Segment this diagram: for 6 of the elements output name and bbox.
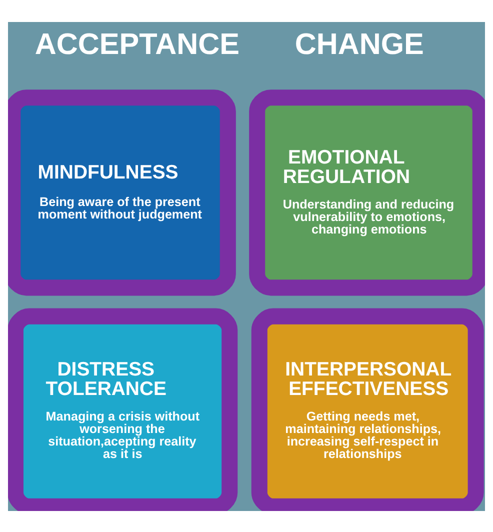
node-box: DISTRESS TOLERANCE Managing a crisis without worsening the situation,acepting reality as it is: [8, 308, 238, 510]
node-box: INTERPERSONAL EFFECTIVENESS Getting needs met, maintaining relationships, increasing self-respect in relationships: [251, 308, 484, 510]
node-box: MINDFULNESS Being aware of the present moment without judgement: [8, 89, 236, 296]
label: ACCEPTANCE: [34, 27, 240, 60]
node-box: EMOTIONAL REGULATION Understanding and reducing vulnerability to emotions, changing emotions: [249, 89, 485, 296]
label: CHANGE: [294, 27, 424, 60]
